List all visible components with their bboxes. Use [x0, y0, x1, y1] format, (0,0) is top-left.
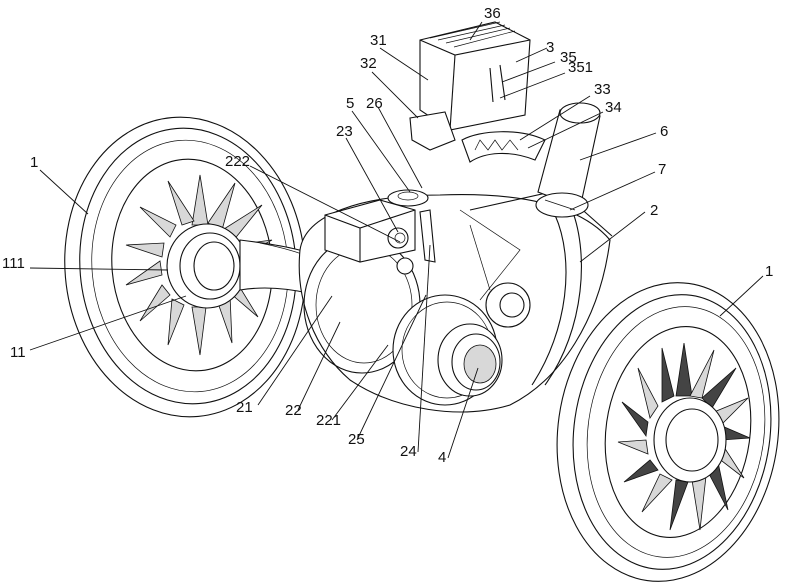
label-22: 22: [285, 402, 302, 419]
label-32: 32: [360, 55, 377, 72]
label-3: 3: [546, 39, 555, 56]
label-31: 31: [370, 32, 387, 49]
label-24: 24: [400, 443, 417, 460]
motor-gear: [392, 294, 503, 406]
top-block: [409, 21, 546, 163]
label-25: 25: [348, 431, 365, 448]
label-4: 4: [438, 449, 447, 466]
label-1-right: 1: [765, 263, 774, 280]
label-26: 26: [366, 95, 383, 112]
right-wheel: [556, 282, 780, 582]
label-5: 5: [346, 95, 355, 112]
right-wheel-spokes: [617, 342, 751, 531]
label-11: 11: [10, 344, 26, 361]
label-7: 7: [658, 161, 667, 178]
label-1-left: 1: [30, 154, 39, 171]
label-35: 35: [560, 49, 577, 66]
label-36: 36: [484, 5, 501, 22]
label-351: 351: [568, 59, 594, 76]
label-111: 111: [2, 255, 25, 272]
label-23: 23: [336, 123, 353, 140]
label-21: 21: [236, 399, 253, 416]
label-222: 222: [225, 153, 251, 170]
label-34: 34: [605, 99, 622, 116]
label-33: 33: [594, 81, 611, 98]
label-221: 221: [316, 412, 342, 429]
label-2: 2: [650, 202, 659, 219]
pin-assembly: [387, 189, 436, 263]
shaft: [535, 102, 601, 218]
leader-lines: [29, 21, 764, 459]
label-6: 6: [660, 123, 669, 140]
